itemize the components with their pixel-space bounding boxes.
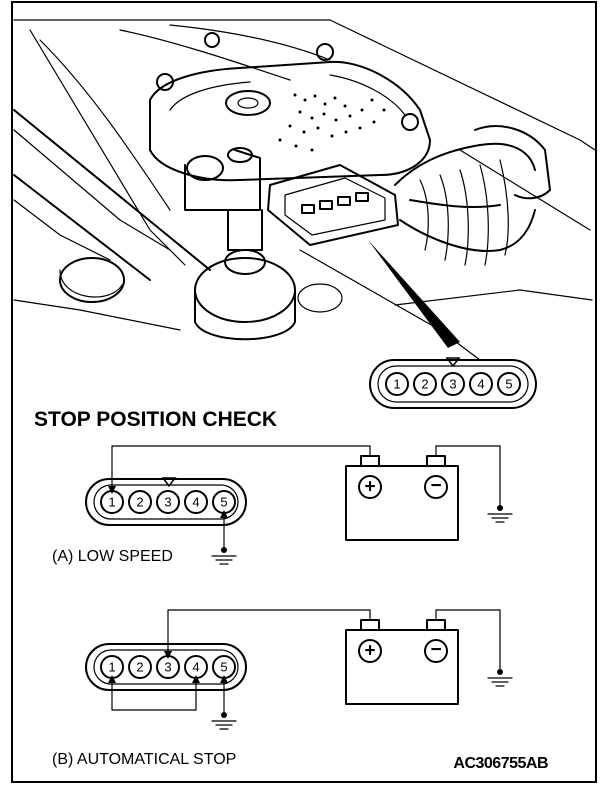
motor-illustration	[13, 19, 596, 361]
figure-code: AC306755AB	[453, 755, 548, 772]
case-a-low-speed: 1 2 3 4 5 +	[52, 445, 513, 565]
ground-icon	[211, 712, 237, 730]
pin-4-a	[184, 490, 208, 514]
pin-label: 5	[220, 660, 227, 675]
case-b-caption: (B) AUTOMATICAL STOP	[52, 751, 236, 768]
pin-1-top	[385, 372, 409, 396]
battery-positive-symbol: +	[364, 477, 375, 498]
pin-label: 4	[192, 495, 199, 510]
ground-icon	[487, 505, 513, 523]
pin-label: 1	[108, 495, 115, 510]
pin-3-top	[441, 372, 465, 396]
pin-4-top	[469, 372, 493, 396]
pin-5-top	[497, 372, 521, 396]
ground-icon	[211, 547, 237, 565]
battery-icon: + −	[345, 455, 459, 541]
pin-label: 2	[421, 377, 428, 392]
pin-label: 2	[136, 660, 143, 675]
pin-label: 4	[192, 660, 199, 675]
section-heading: STOP POSITION CHECK	[34, 408, 277, 431]
battery-icon: + −	[345, 619, 459, 705]
battery-positive-symbol: +	[364, 641, 375, 662]
pin-3-a	[156, 490, 180, 514]
pin-label: 3	[449, 377, 456, 392]
pin-label: 3	[164, 495, 171, 510]
jumper-pin1-pin4	[111, 677, 197, 711]
pin-2-b	[128, 655, 152, 679]
pin-label: 1	[393, 377, 400, 392]
ground-icon	[487, 669, 513, 687]
pin-2-top	[413, 372, 437, 396]
battery-negative-symbol: −	[430, 476, 441, 497]
pin-label: 2	[136, 495, 143, 510]
wire-positive-b	[167, 609, 371, 654]
wire-negative-a	[435, 445, 501, 509]
battery-negative-symbol: −	[430, 640, 441, 661]
pin-label: 4	[477, 377, 484, 392]
pin-label: 5	[505, 377, 512, 392]
pin-label: 3	[164, 660, 171, 675]
pin-label: 1	[108, 660, 115, 675]
pin-label: 5	[220, 495, 227, 510]
case-b-automatical-stop: 1 2 3 4 5	[52, 609, 513, 768]
case-a-caption: (A) LOW SPEED	[52, 548, 173, 565]
wire-negative-b	[435, 609, 501, 673]
wire-positive-a	[111, 445, 371, 489]
pin-2-a	[128, 490, 152, 514]
callout-pointer	[368, 240, 460, 348]
figure-frame	[11, 1, 597, 783]
connector-face-top: 1 2 3 4 5	[369, 357, 537, 409]
